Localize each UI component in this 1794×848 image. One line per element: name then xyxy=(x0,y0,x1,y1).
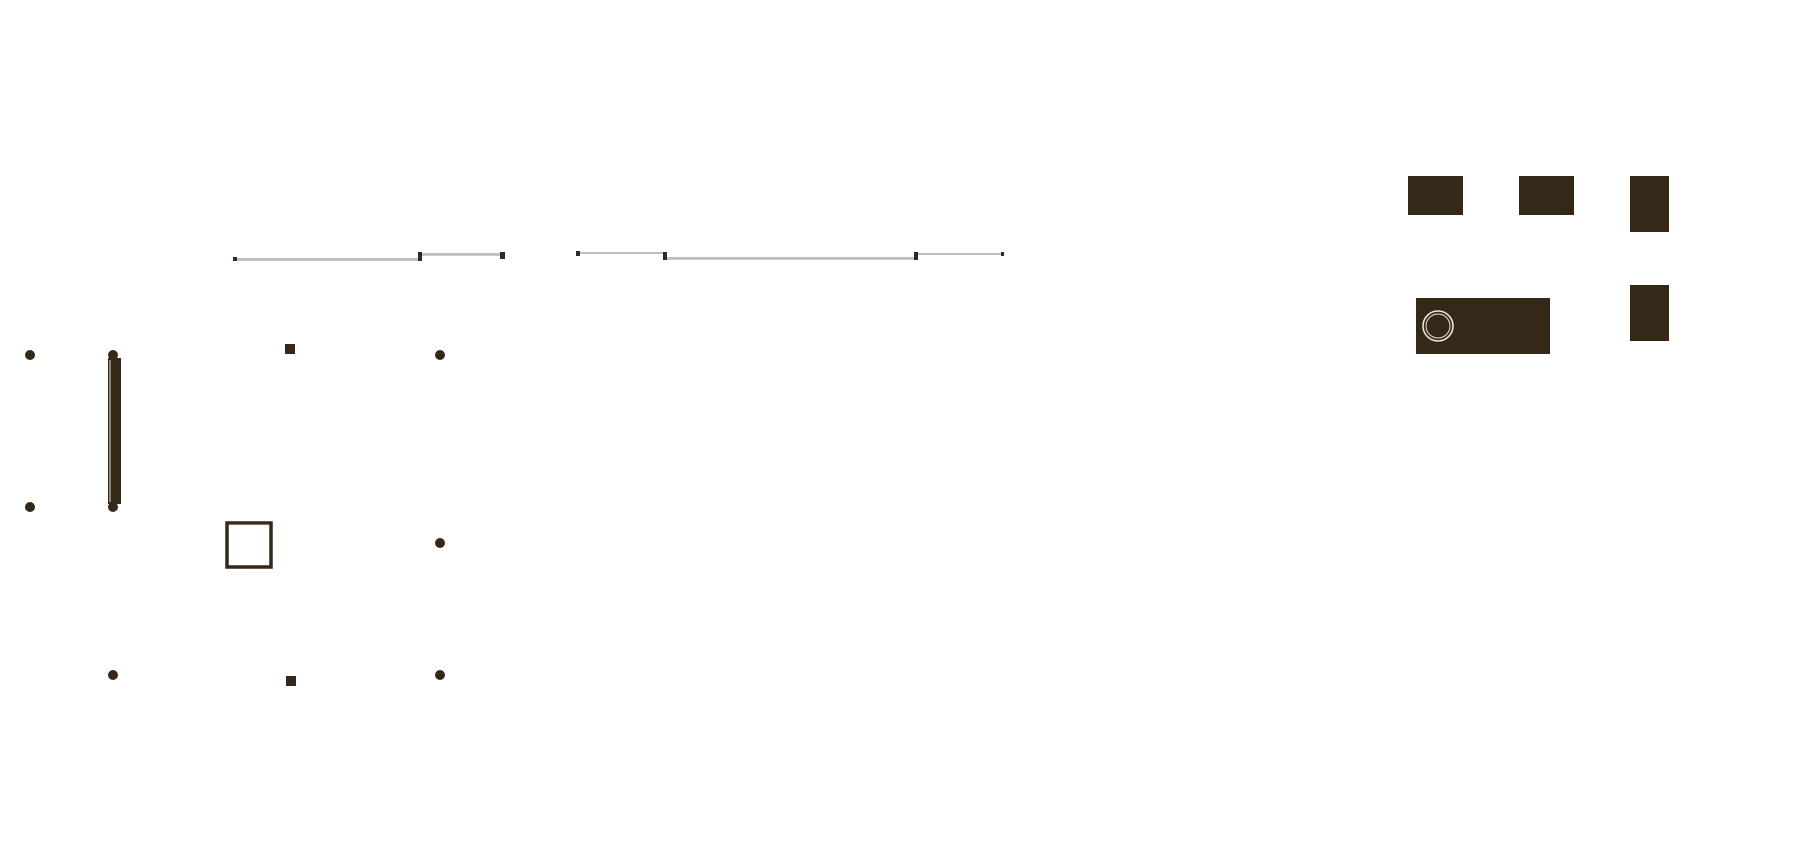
rail-right-node xyxy=(914,252,918,260)
ring-icon xyxy=(1422,310,1454,342)
rail-right-node xyxy=(663,252,667,260)
rail-right-node xyxy=(576,251,580,256)
anchor-point xyxy=(435,350,445,360)
anchor-point xyxy=(108,502,118,512)
hollow-frame xyxy=(225,521,273,569)
block xyxy=(1519,176,1574,215)
anchor-point xyxy=(25,350,35,360)
anchor-point xyxy=(435,670,445,680)
block xyxy=(1408,176,1463,215)
anchor-point xyxy=(435,538,445,548)
block xyxy=(1630,176,1669,232)
rail-left-node xyxy=(500,252,505,259)
anchor-point xyxy=(25,502,35,512)
vertical-bar xyxy=(108,358,121,504)
rail-left xyxy=(233,252,505,261)
rail-right-node xyxy=(1001,252,1004,256)
anchor-point xyxy=(108,350,118,360)
square-marker xyxy=(285,344,295,354)
rail-left-node xyxy=(233,257,237,261)
anchor-point xyxy=(108,670,118,680)
block-with-ring xyxy=(1416,298,1550,354)
square-marker xyxy=(286,676,296,686)
block xyxy=(1630,285,1669,341)
rail-left-node xyxy=(418,252,422,261)
rail-right xyxy=(576,251,1004,260)
